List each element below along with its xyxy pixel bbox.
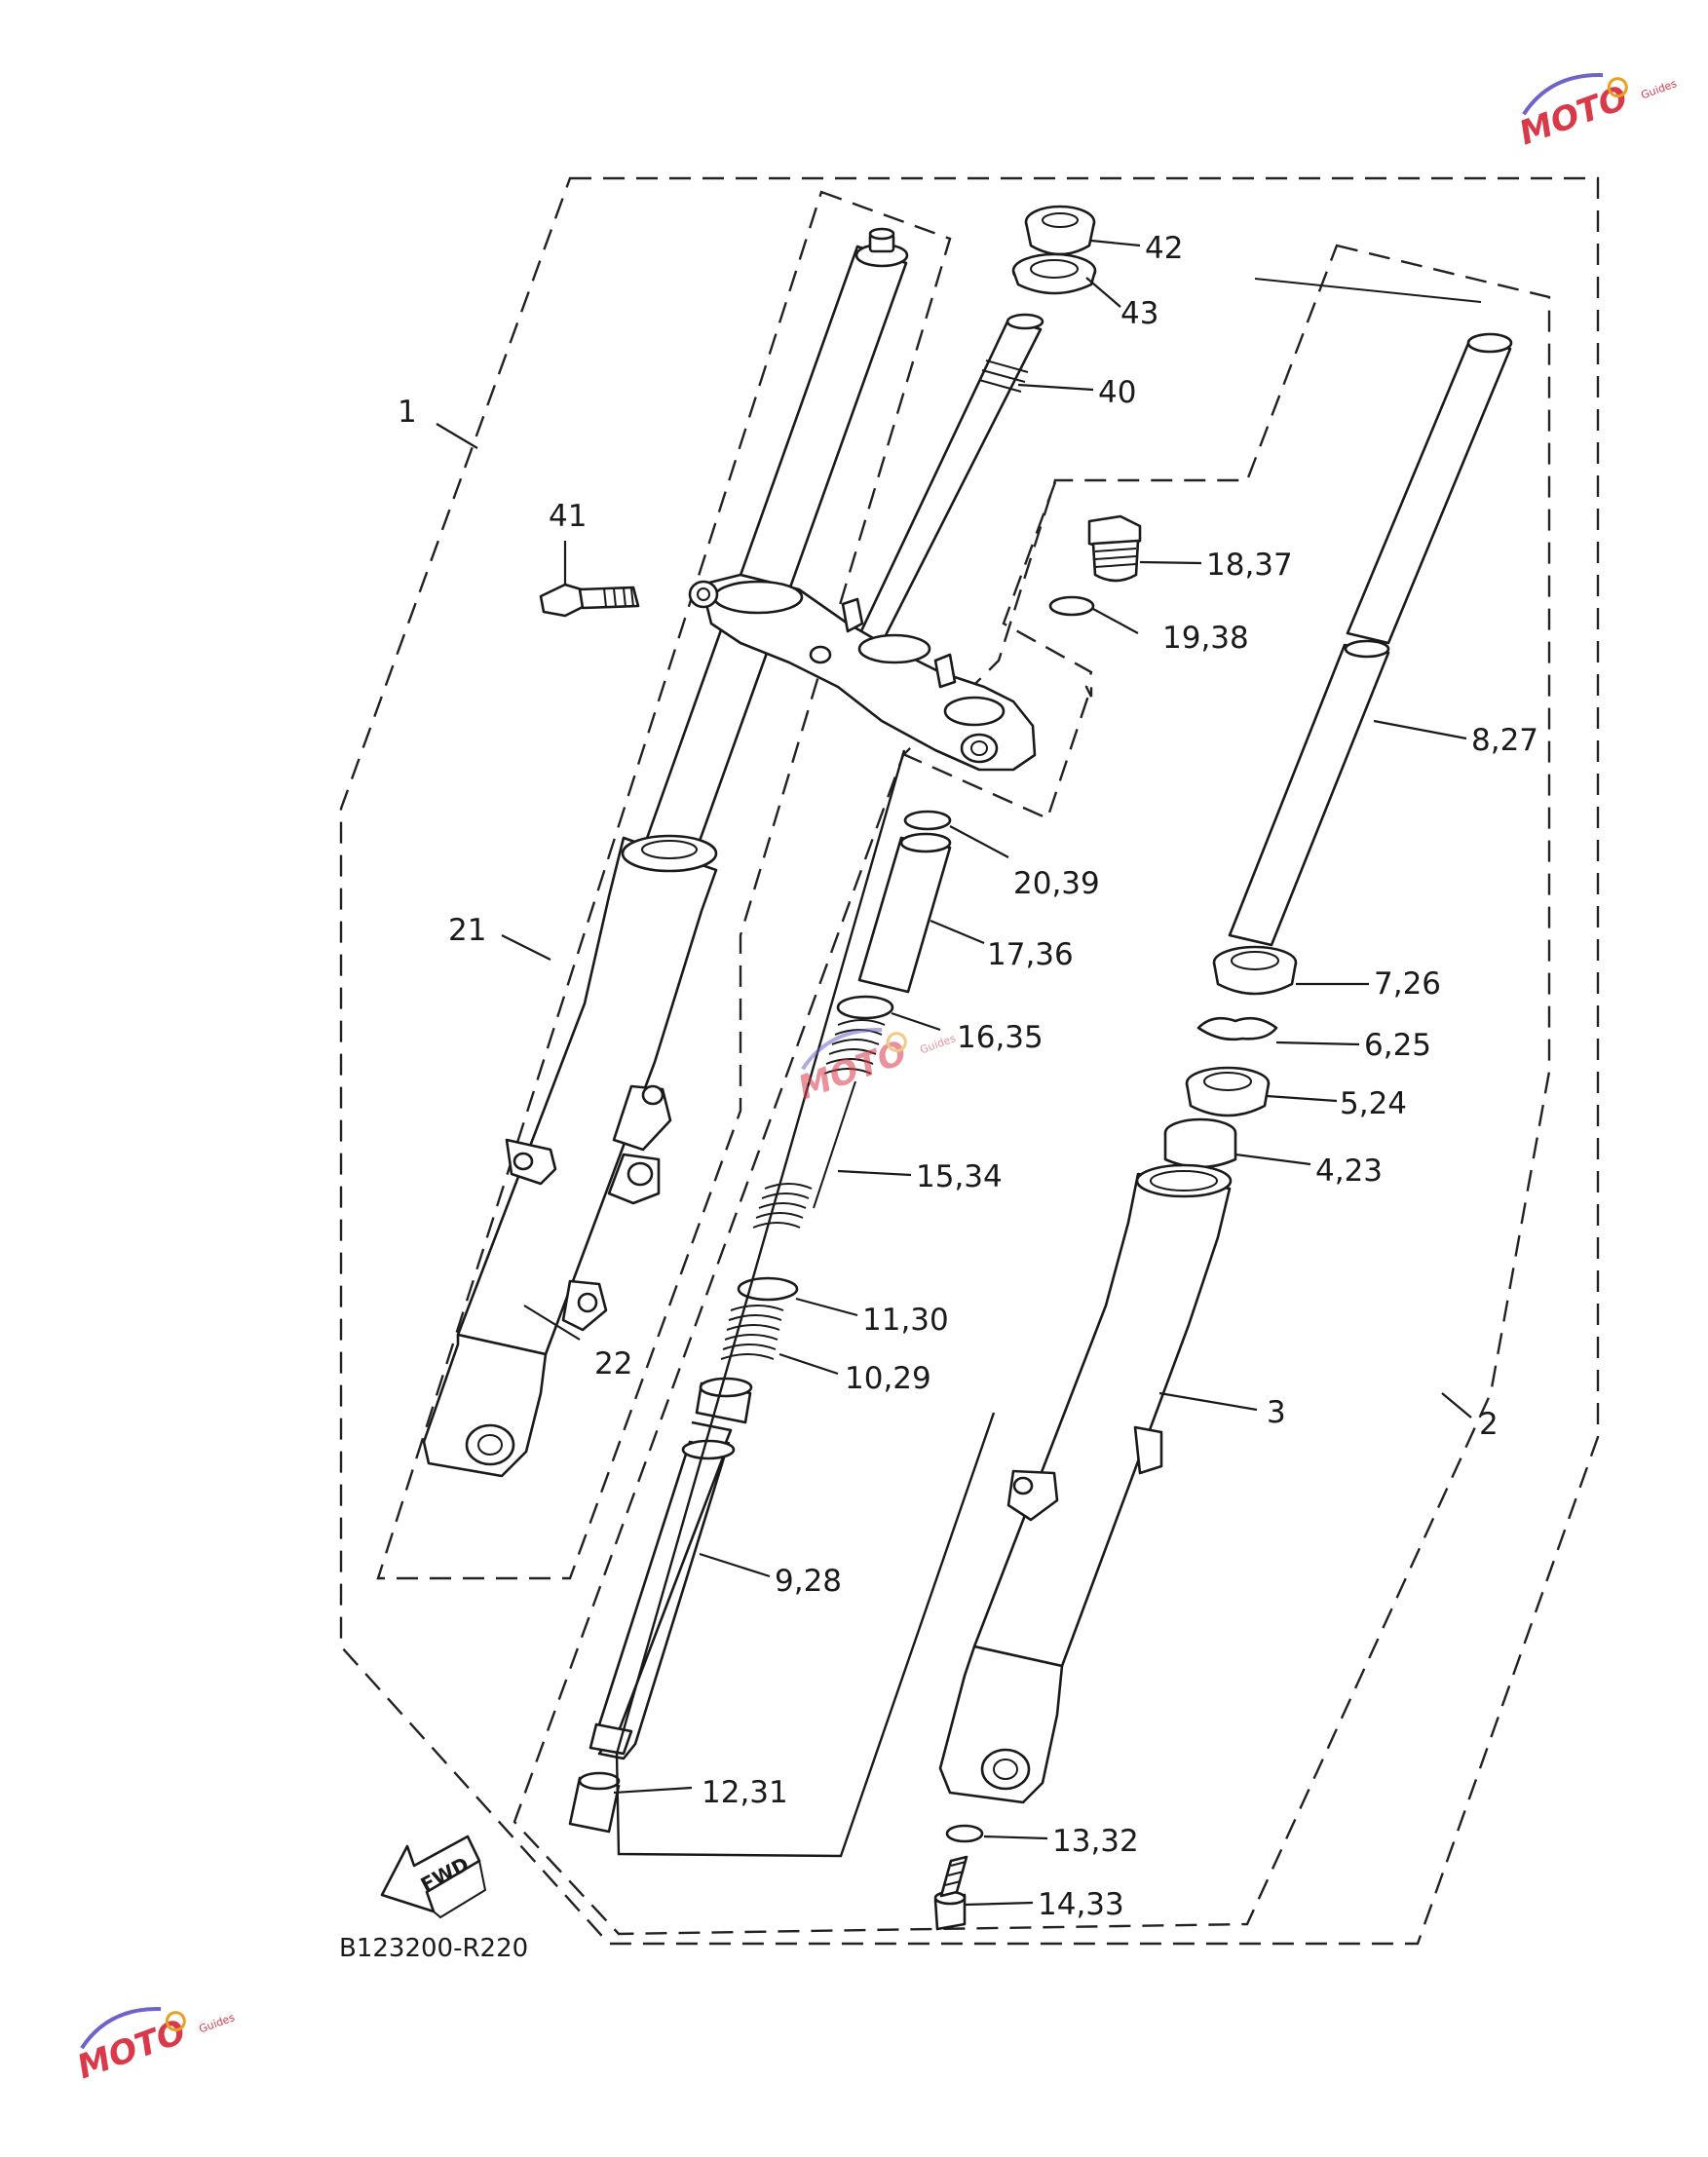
callout-6-25: 6,25 [1364,1028,1431,1063]
spacer-washer [903,810,952,831]
fork-spring-lower [752,1183,813,1229]
callout-19-38: 19,38 [1162,621,1249,656]
svg-text:Guides: Guides [1640,77,1679,101]
callout-8-27: 8,27 [1471,723,1538,758]
callout-22: 22 [594,1346,632,1381]
callout-20-39: 20,39 [1013,866,1100,901]
group-cap-boundary [893,481,1093,820]
cap-o-ring [1048,595,1095,617]
callout-7-26: 7,26 [1374,966,1441,1002]
callout-5-24: 5,24 [1340,1086,1407,1121]
bearing-race [1024,205,1096,256]
cap-bolt [1087,514,1142,583]
callout-1: 1 [398,395,417,430]
spacer-collar [857,832,952,994]
left-outer-tube [422,834,718,1478]
svg-text:Guides: Guides [198,2011,237,2035]
callout-41: 41 [549,499,587,534]
callout-9-28: 9,28 [775,1564,842,1599]
under-bracket [688,573,1037,772]
damper-rod [588,1377,753,1760]
fork-spring-guide [813,1080,856,1209]
callout-11-30: 11,30 [862,1303,949,1338]
oil-lock-piece [568,1771,621,1834]
callout-10-29: 10,29 [845,1361,931,1396]
callout-14-33: 14,33 [1038,1887,1124,1922]
callout-18-37: 18,37 [1206,548,1293,583]
group-2-boundary [512,244,1551,1936]
svg-text:Guides: Guides [919,1032,958,1056]
leader-lines [436,239,1472,1907]
watermark-logo-bottom: MOTO Guides [72,2007,237,2087]
slide-bushing [1163,1117,1237,1169]
callout-40: 40 [1098,375,1136,410]
callout-15-34: 15,34 [916,1159,1003,1194]
group-21-boundary [376,190,952,1580]
diagram-code: B123200-R220 [339,1934,528,1963]
svg-text:MOTO: MOTO [72,2012,191,2087]
spring-seat [836,995,894,1020]
callout-3: 3 [1267,1395,1286,1430]
right-inner-tube [1228,278,1513,947]
callout-12-31: 12,31 [702,1775,788,1810]
callout-4-23: 4,23 [1315,1154,1383,1189]
callout-16-35: 16,35 [957,1020,1044,1055]
oil-seal [1185,1066,1271,1117]
fwd-arrow-icon: FWD [380,1835,487,1919]
callout-21: 21 [448,913,486,948]
damper-bolt [933,1855,968,1931]
callout-17-36: 17,36 [987,937,1074,972]
callout-13-32: 13,32 [1052,1824,1139,1859]
group-9-boundary [615,749,996,1858]
dust-seal [1212,945,1298,996]
left-inner-tube [643,227,909,859]
right-outer-tube [938,1163,1233,1804]
group-1-boundary [339,176,1600,1946]
svg-text:MOTO: MOTO [1514,78,1633,153]
callout-2: 2 [1479,1407,1499,1442]
rebound-spring [720,1305,784,1360]
watermark-logo-top: MOTO Guides [1514,73,1679,153]
retaining-clip [1196,1016,1278,1041]
bearing-seal [1011,252,1097,295]
pinch-bolt [539,583,640,618]
bolt-washer [945,1824,984,1843]
callout-42: 42 [1145,231,1183,266]
svg-text:MOTO: MOTO [793,1033,912,1108]
callout-43: 43 [1120,296,1158,331]
lower-spring-seat [737,1276,799,1302]
